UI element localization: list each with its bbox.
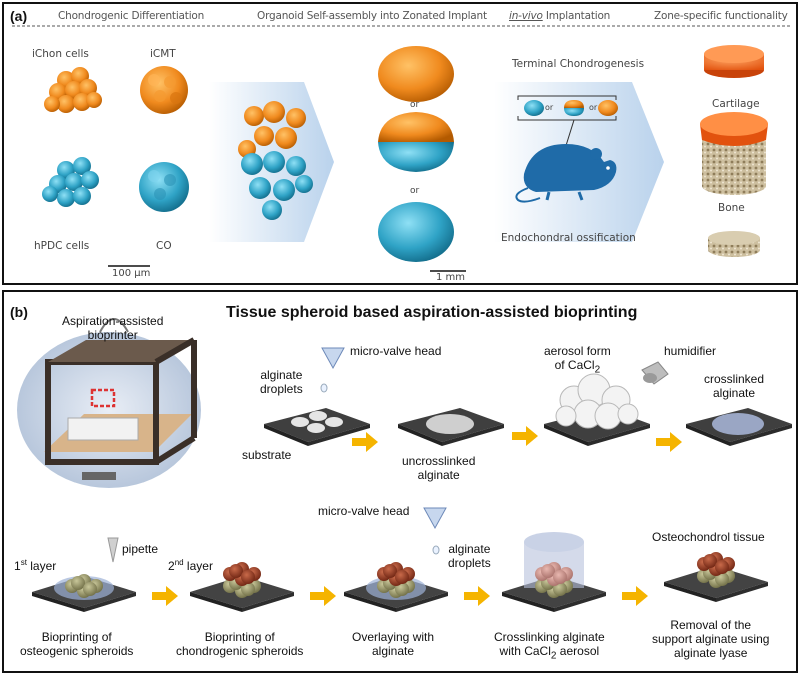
label-micro-valve-head-1: micro-valve head [350,344,442,358]
label-or-2: or [410,186,420,196]
panel-a-art [12,25,792,272]
implant-bone-only [378,202,454,262]
label-bioprinter: Aspiration-assisted bioprinter [62,314,164,342]
hpdc-cells-cluster [42,157,99,207]
droplet-1 [320,383,328,393]
osteochondral-implant [700,112,768,195]
droplet-2 [432,545,440,555]
panel-b-letter: (b) [10,304,28,320]
row2-plates [32,532,768,612]
label-step-3: Overlaying with alginate [352,630,435,658]
label-icmt: iCMT [150,48,176,60]
panel-a: (a) Chondrogenic Differentiation Organoi… [2,2,798,285]
mini-implant-zonated [564,100,584,116]
label-humidifier: humidifier [664,344,717,358]
header-self-assembly: Organoid Self-assembly into Zonated Impl… [257,10,487,22]
implant-zonated [378,112,454,172]
header-chondrogenic: Chondrogenic Differentiation [58,10,205,22]
mouse-icon [515,144,617,203]
label-layer-1: 1st layer [14,558,57,573]
label-substrate: substrate [242,448,292,462]
humidifier-icon [641,361,669,385]
ichon-cells-cluster [44,67,102,113]
plate-uncrosslinked [398,408,504,446]
label-hpdc: hPDC cells [34,240,90,252]
label-ichon: iChon cells [32,48,89,60]
label-or-1: or [410,100,420,110]
plate-final-tissue [664,552,768,602]
cartilage-cap-implant [704,45,764,78]
label-alginate-droplets-1: alginate droplets [260,368,303,396]
bone-disc-implant [708,231,760,257]
mini-implant-bone [524,100,544,116]
micro-valve-head-1 [321,347,345,370]
plate-substrate [264,408,370,446]
label-step-2: Bioprinting of chondrogenic spheroids [176,630,304,658]
panel-b: (b) Tissue spheroid based aspiration-ass… [2,290,798,673]
label-crosslinked: crosslinked alginate [704,372,765,400]
label-or-a: or [545,103,554,112]
label-uncrosslinked: uncrosslinked alginate [402,454,476,482]
self-assembly-organoids [238,101,313,220]
yellow-arrow-4 [152,586,178,606]
label-layer-2: 2nd layer [168,558,213,573]
bioprinter-illustration [44,318,197,480]
bracket-bottom [517,116,617,121]
yellow-arrow-6 [464,586,490,606]
label-scale-1mm: 1 mm [436,272,466,283]
plate-layer-1 [32,574,136,612]
yellow-arrow-3 [656,432,682,452]
header-implantation: in-vivo Implantation [509,10,611,22]
label-pipette: pipette [122,542,159,556]
icmt-organoid [140,66,188,114]
yellow-arrow-5 [310,586,336,606]
panel-a-letter: (a) [10,8,28,24]
label-aerosol: aerosol form of CaCl2 [544,344,611,376]
label-co: CO [156,240,172,252]
label-osteochondral-tissue: Osteochondrol tissue [652,530,765,544]
header-zone-specific: Zone-specific functionality [654,10,788,22]
yellow-arrow-7 [622,586,648,606]
label-terminal-chondrogenesis: Terminal Chondrogenesis [512,58,645,70]
label-scale-100um: 100 μm [112,268,151,279]
yellow-arrow-2 [512,426,538,446]
plate-layer-2 [190,562,294,612]
label-micro-valve-head-2: micro-valve head [318,504,410,518]
label-cartilage: Cartilage [712,98,760,110]
label-endochondral-ossification: Endochondral ossification [501,232,636,244]
plate-crosslinking [502,532,606,612]
mini-implant-cartilage [598,100,618,116]
co-organoid [139,162,189,212]
label-or-b: or [589,103,598,112]
bracket-top [517,95,617,100]
yellow-arrow-1 [352,432,378,452]
plate-aerosol [544,373,650,446]
micro-valve-head-2 [423,507,447,530]
implant-cartilage-only [378,46,454,102]
label-alginate-droplets-2: alginate droplets [448,542,491,570]
panel-b-art [17,318,792,612]
pipette-icon [107,537,119,563]
plate-overlay [344,562,448,612]
plate-crosslinked [686,408,792,446]
label-step-1: Bioprinting of osteogenic spheroids [20,630,134,658]
label-bone: Bone [718,202,745,214]
label-step-5: Removal of the support alginate using al… [652,618,770,660]
panel-b-title: Tissue spheroid based aspiration-assiste… [226,304,638,321]
